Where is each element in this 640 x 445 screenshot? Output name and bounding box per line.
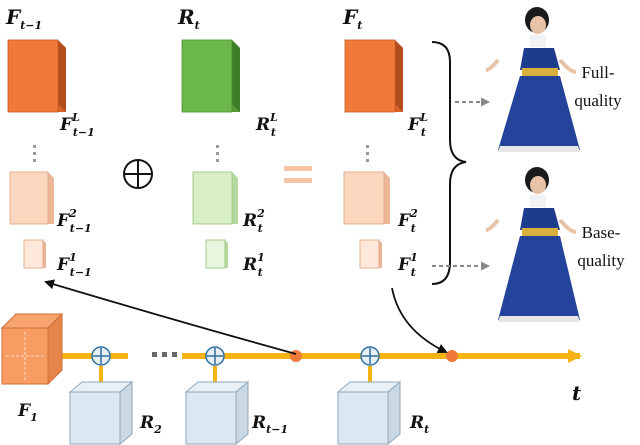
full-quality-image	[485, 7, 580, 152]
current-feature-level-1	[359, 239, 382, 269]
residual-feature-level-2	[192, 171, 238, 225]
r2-cube	[68, 380, 134, 445]
base-quality-label-line2: quality	[577, 251, 625, 270]
prev-feature-level-2	[9, 171, 54, 225]
residual-feature-level-1	[205, 239, 228, 269]
full-quality-label-line2: quality	[574, 91, 622, 110]
prev-feature-level-L	[7, 39, 66, 113]
timeline: t F1 R2	[0, 312, 582, 445]
prev-ellipsis	[33, 145, 36, 162]
rt-cube	[336, 380, 402, 445]
current-ellipsis	[366, 145, 369, 162]
equals-operator	[284, 166, 312, 183]
current-feature-level-2	[343, 171, 390, 225]
base-quality-image	[485, 167, 580, 322]
full-quality-label-line1: Full-	[581, 63, 614, 82]
curly-brace	[431, 41, 467, 285]
current-frame-title: Ft	[342, 5, 362, 32]
f1-cube	[0, 312, 64, 386]
rt1-cube	[184, 380, 250, 445]
prev-frame-title: Ft−1	[5, 5, 42, 32]
r2-plus-node	[91, 346, 111, 366]
base-quality-label-line1: Base-	[582, 223, 621, 242]
timeline-ellipsis	[152, 352, 177, 357]
residual-ellipsis	[216, 145, 219, 162]
residual-title: Rt	[177, 5, 200, 32]
f1-label: F1	[17, 401, 38, 424]
rt1-label: Rt−1	[251, 413, 288, 436]
rt-label: Rt	[409, 413, 429, 436]
timeline-node-prev	[290, 350, 302, 362]
residual-feature-level-L	[181, 39, 240, 113]
r2-label: R2	[139, 413, 162, 436]
rt-plus-node	[360, 346, 380, 366]
timeline-t-label: t	[572, 381, 582, 405]
current-feature-level-L	[344, 39, 403, 113]
rt1-plus-node	[205, 346, 225, 366]
prev-feature-arrow	[44, 279, 297, 355]
prev-feature-level-1	[23, 239, 46, 269]
current-feature-arrow	[391, 287, 448, 354]
plus-operator	[123, 159, 153, 189]
timeline-node-current	[446, 350, 458, 362]
